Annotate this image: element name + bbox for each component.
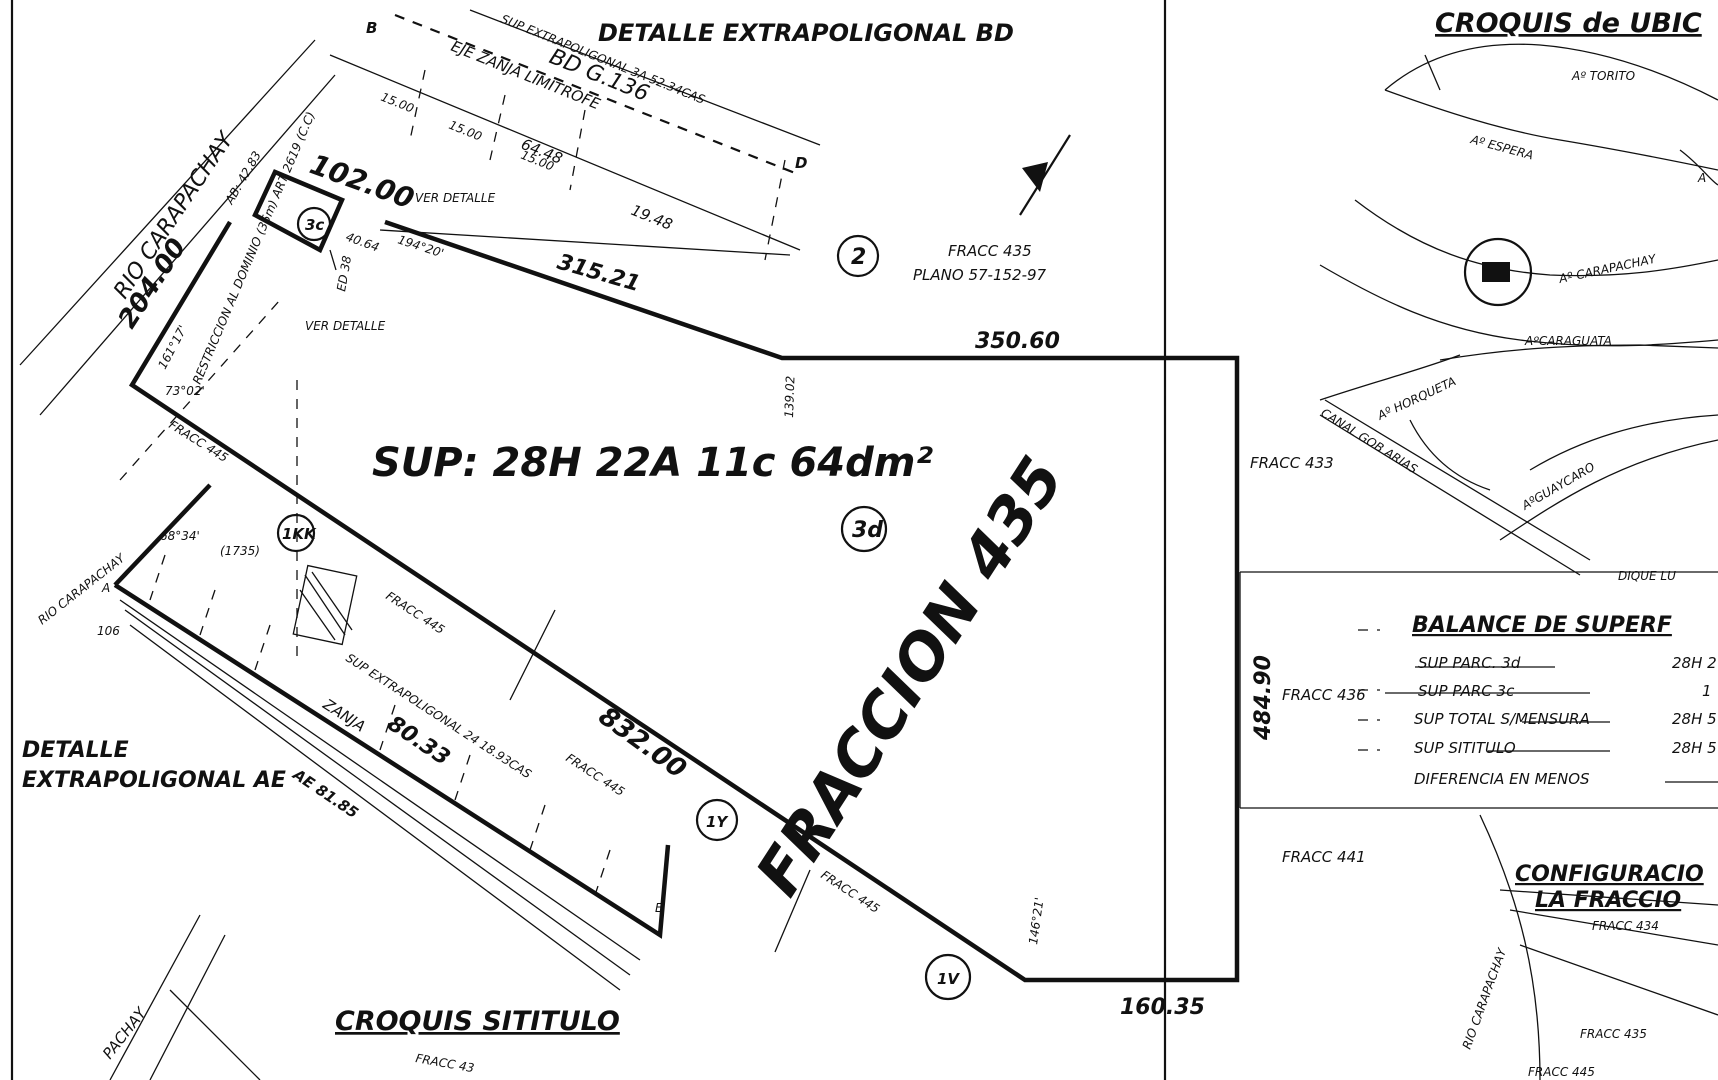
label-pt-e: E	[655, 901, 663, 915]
balance-table-lines	[1358, 629, 1718, 783]
label-rio-left: RIO CARAPACHAY	[35, 550, 129, 627]
label-a-guaycaro: AºGUAYCARO	[1519, 460, 1598, 513]
dim-484: 484.90	[1251, 655, 1276, 741]
balance-row-label: SUP TOTAL S/MENSURA	[1414, 710, 1590, 728]
label-fracc-445d: FRACC 445	[818, 868, 882, 916]
label-4064: 40.64	[344, 230, 381, 255]
parcel-3c-label: 3c	[305, 216, 324, 234]
label-fracc-436: FRACC 436	[1282, 686, 1366, 704]
label-fracc-445e: FRACC 445	[1528, 1065, 1595, 1079]
label-a-torito: Aº TORITO	[1571, 69, 1635, 83]
label-a-carapachay: Aº CARAPACHAY	[1557, 251, 1659, 286]
dim-16117: 161°17'	[155, 323, 190, 371]
balance-row-label: DIFERENCIA EN MENOS	[1414, 770, 1590, 788]
label-canal: CANAL GOB ARIAS	[1318, 406, 1420, 477]
balance-row-label: SUP PARC. 3d	[1418, 654, 1521, 672]
dim-102: 102.00	[306, 148, 419, 216]
dim-1948: 19.48	[629, 201, 676, 234]
label-fracc-433: FRACC 433	[1250, 454, 1334, 472]
title-config-2: LA FRACCIO	[1535, 888, 1681, 913]
label-pt-d: D	[795, 154, 807, 172]
parcel-2-label: 2	[851, 245, 866, 270]
parcel-3d-boundary	[128, 219, 1240, 983]
location-rivers	[1319, 43, 1718, 576]
label-ver-detalle-2: VER DETALLE	[305, 319, 386, 333]
label-ver-detalle-1: VER DETALLE	[415, 191, 496, 205]
label-fracc-434: FRACC 434	[1592, 919, 1659, 933]
dim-832: 832.00	[593, 701, 692, 784]
parcel-circles	[276, 206, 972, 1001]
label-fracc-43: FRACC 43	[414, 1051, 475, 1075]
dim-1500a: 15.00	[447, 118, 484, 144]
label-pt-b: B	[366, 19, 377, 37]
label-a-caraguata: AºCARAGUATA	[1524, 334, 1612, 348]
title-detalle-ae-1: DETALLE	[22, 738, 129, 763]
fraccion-label: FRACCION 435	[741, 444, 1078, 908]
label-106: 106	[97, 624, 120, 638]
title-detalle-ae-2: EXTRAPOLIGONAL AE	[22, 768, 286, 793]
balance-row-value: 28H 2	[1672, 654, 1717, 672]
label-ed: ED 38	[334, 254, 354, 292]
balance-row-label: SUP PARC 3c	[1418, 682, 1515, 700]
title-croquis-sititulo: CROQUIS SITITULO	[335, 1006, 620, 1037]
parcel-3c-boundary	[252, 169, 345, 271]
superficie-total: SUP: 28H 22A 11c 64dm²	[372, 440, 933, 486]
balance-table: SUP PARC. 3d 28H 2 SUP PARC 3c 1 SUP TOT…	[1414, 654, 1717, 788]
label-fracc-435c: FRACC 435	[1580, 1027, 1647, 1041]
strip-bd	[329, 9, 821, 261]
configuracion-lines	[1479, 814, 1718, 1080]
label-dique: DIQUE LU	[1618, 569, 1676, 583]
label-fracc-445c: FRACC 445	[563, 751, 627, 799]
strip-ae	[113, 483, 671, 991]
dim-160: 160.35	[1120, 995, 1205, 1020]
north-arrow-icon	[1019, 134, 1071, 216]
label-pt-a: A	[101, 581, 110, 595]
label-680: 68°34'	[160, 529, 200, 543]
title-detalle-bd: DETALLE EXTRAPOLIGONAL BD	[598, 19, 1014, 47]
label-a-la: A	[1697, 171, 1706, 185]
dim-73: 73°02'	[165, 384, 205, 398]
balance-row-value: 1	[1702, 682, 1712, 700]
label-a-espera: Aº ESPERA	[1468, 132, 1535, 162]
parcel-1kk-label: 1KK	[282, 525, 317, 543]
label-fracc-441: FRACC 441	[1282, 848, 1366, 866]
dim-13902: 139.02	[782, 376, 797, 418]
label-fracc-445a: FRACC 445	[166, 418, 230, 465]
dim-19420: 194°20'	[396, 233, 445, 261]
title-croquis-ubicacion: CROQUIS de UBIC	[1435, 8, 1702, 39]
title-config-1: CONFIGURACIO	[1515, 862, 1704, 887]
dim-350: 350.60	[975, 329, 1060, 354]
dim-315: 315.21	[554, 250, 643, 297]
croquis-sititulo-lines	[109, 914, 261, 1080]
label-1735: (1735)	[220, 544, 260, 558]
parcel-1v-label: 1V	[937, 970, 960, 988]
dim-1500c: 15.00	[379, 90, 416, 116]
balance-row-value: 28H 5	[1672, 710, 1717, 728]
parcel-1y-label: 1Y	[706, 813, 729, 831]
label-rio-config: RIO CARAPACHAY	[1460, 945, 1510, 1051]
title-balance: BALANCE DE SUPERF	[1412, 613, 1672, 638]
river-edge-top	[19, 39, 336, 481]
label-a-horqueta: Aº HORQUETA	[1374, 374, 1458, 423]
label-fracc-445b: FRACC 445	[383, 589, 447, 637]
parcel-3d-label: 3d	[852, 518, 883, 543]
balance-row-label: SUP SITITULO	[1414, 739, 1516, 757]
balance-row-value: 28H 5	[1672, 739, 1717, 757]
label-fracc-435: FRACC 435	[948, 242, 1032, 260]
label-plano: PLANO 57-152-97	[913, 266, 1047, 284]
dim-14621: 146°21'	[1026, 896, 1046, 945]
